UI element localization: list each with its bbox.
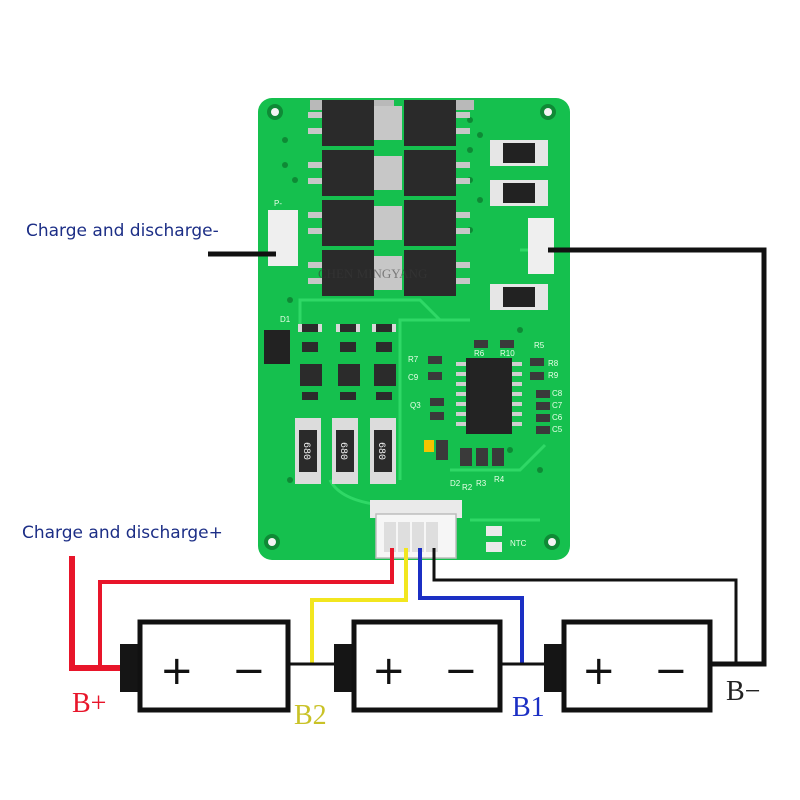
b-minus-pad — [528, 218, 554, 274]
terminal-b2-label: B2 — [294, 700, 327, 731]
battery-3-minus: − — [654, 648, 688, 694]
diode-d1 — [264, 330, 290, 364]
resistor-code-2: 680 — [337, 442, 348, 460]
balance-resistors: 680 680 680 — [295, 418, 396, 484]
mosfet-array — [308, 100, 474, 296]
bms-pcb-board: P- CHEN MINGYANG D1 680 680 — [258, 98, 570, 560]
balance-wire-black — [432, 548, 738, 664]
silk-r9: R9 — [548, 371, 559, 380]
silk-ntc: NTC — [510, 539, 527, 548]
watermark: CHEN MINGYANG — [318, 266, 427, 281]
resistor-code-3: 680 — [375, 442, 386, 460]
silk-r6: R6 — [474, 349, 485, 358]
protection-ic — [456, 358, 522, 434]
silk-d2: D2 — [450, 479, 461, 488]
silk-d1: D1 — [280, 315, 291, 324]
battery-2-minus: − — [444, 648, 478, 694]
silk-c8: C8 — [552, 389, 563, 398]
battery-cell-2: + − — [334, 619, 503, 713]
balance-wire-red — [98, 548, 394, 668]
silk-r5: R5 — [534, 341, 545, 350]
terminal-b-minus-label: B− — [726, 676, 760, 707]
silk-r10: R10 — [500, 349, 515, 358]
balance-connector — [370, 500, 462, 559]
battery-1-minus: − — [232, 648, 266, 694]
shunt-resistors — [490, 140, 548, 310]
silk-r8: R8 — [548, 359, 559, 368]
b-minus-wire — [548, 247, 767, 667]
silk-c9: C9 — [408, 373, 419, 382]
terminal-b-plus-label: B+ — [72, 688, 106, 719]
battery-cell-3: + − — [544, 619, 713, 713]
charge-discharge-plus-label: Charge and discharge+ — [22, 523, 223, 543]
balance-wire-blue — [418, 548, 524, 664]
battery-1-plus: + — [160, 648, 194, 694]
silk-c5: C5 — [552, 425, 563, 434]
p-minus-pad — [268, 210, 298, 266]
silk-c7: C7 — [552, 401, 563, 410]
resistor-code-1: 680 — [300, 442, 311, 460]
balance-wire-yellow — [310, 548, 408, 664]
silk-q3: Q3 — [410, 401, 421, 410]
battery-2-plus: + — [372, 648, 406, 694]
charge-discharge-plus-wire — [69, 556, 126, 671]
terminal-b1-label: B1 — [512, 692, 545, 723]
battery-3-plus: + — [582, 648, 616, 694]
silk-r4: R4 — [494, 475, 505, 484]
battery-cell-1: + − — [120, 619, 291, 713]
silk-c6: C6 — [552, 413, 563, 422]
silk-r3: R3 — [476, 479, 487, 488]
wiring — [69, 247, 767, 671]
silk-r7: R7 — [408, 355, 419, 364]
p-minus-silk: P- — [274, 199, 282, 208]
charge-discharge-minus-label: Charge and discharge- — [26, 221, 219, 241]
silk-r2: R2 — [462, 483, 473, 492]
